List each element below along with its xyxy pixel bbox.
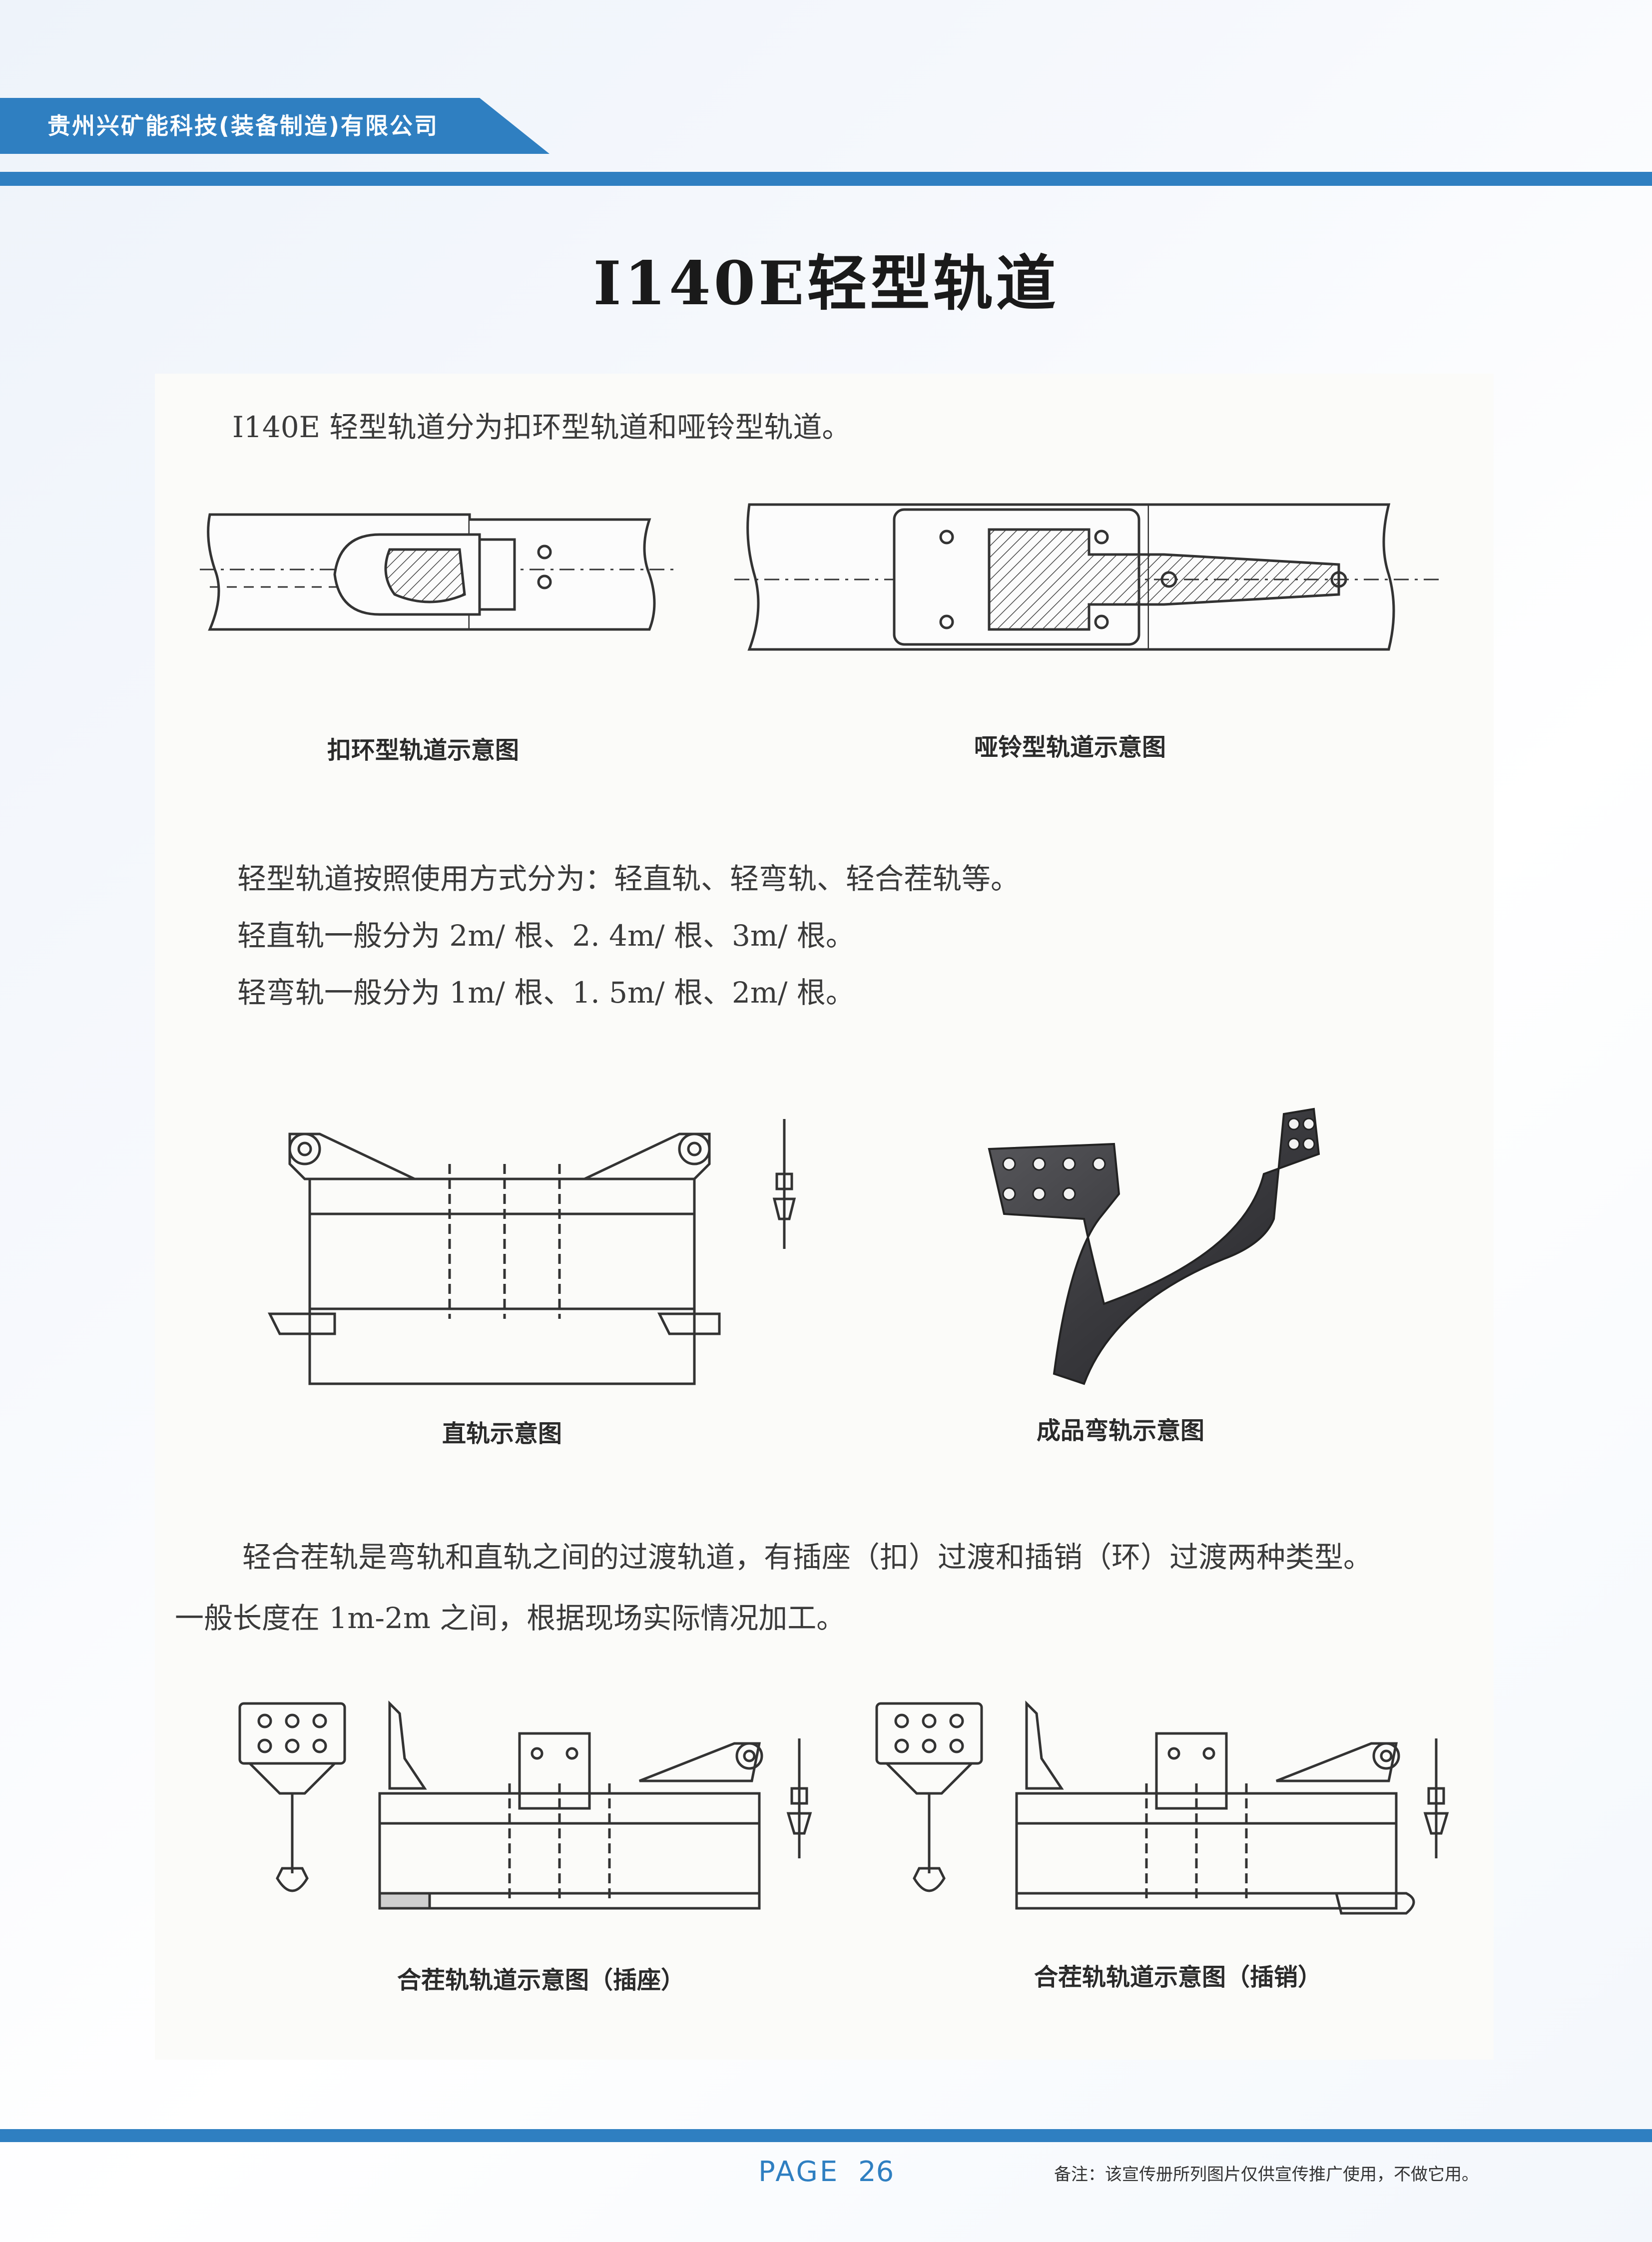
usage-line-1: 轻型轨道按照使用方式分为：轻直轨、轻弯轨、轻合茬轨等。 xyxy=(237,862,1020,896)
straight-rail-drawing xyxy=(260,1099,834,1399)
company-tab xyxy=(0,98,550,154)
transition-socket-drawing xyxy=(230,1693,844,1928)
usage-line-2: 轻直轨一般分为 2m/ 根、2. 4m/ 根、3m/ 根。 xyxy=(237,919,855,953)
header-divider-bar xyxy=(0,172,1652,186)
caption-transition-socket: 合茬轨轨道示意图（插座） xyxy=(397,1966,685,1994)
buckle-track-drawing xyxy=(200,495,674,654)
curved-rail-photo xyxy=(984,1094,1334,1404)
caption-transition-pin: 合茬轨轨道示意图（插销） xyxy=(1034,1963,1322,1991)
footer-divider-bar xyxy=(0,2129,1652,2142)
caption-buckle-track: 扣环型轨道示意图 xyxy=(327,736,520,764)
caption-straight-rail: 直轨示意图 xyxy=(442,1420,562,1448)
company-name: 贵州兴矿能科技(装备制造)有限公司 xyxy=(47,112,439,139)
page-title: I140E轻型轨道 xyxy=(593,248,1059,319)
footer-note: 备注：该宣传册所列图片仅供宣传推广使用，不做它用。 xyxy=(1054,2165,1479,2185)
dumbbell-track-drawing xyxy=(729,490,1449,659)
transition-line-1: 轻合茬轨是弯轨和直轨之间的过渡轨道，有插座（扣）过渡和插销（环）过渡两种类型。 xyxy=(242,1540,1373,1574)
intro-text: I140E 轻型轨道分为扣环型轨道和哑铃型轨道。 xyxy=(232,410,851,444)
caption-curved-rail: 成品弯轨示意图 xyxy=(1037,1417,1205,1445)
transition-pin-drawing xyxy=(867,1693,1481,1928)
caption-dumbbell-track: 哑铃型轨道示意图 xyxy=(974,733,1166,761)
usage-line-3: 轻弯轨一般分为 1m/ 根、1. 5m/ 根、2m/ 根。 xyxy=(237,976,855,1010)
page-label: PAGE xyxy=(758,2156,840,2188)
page-number: 26 xyxy=(858,2156,894,2188)
transition-line-2: 一般长度在 1m-2m 之间，根据现场实际情况加工。 xyxy=(175,1601,846,1635)
